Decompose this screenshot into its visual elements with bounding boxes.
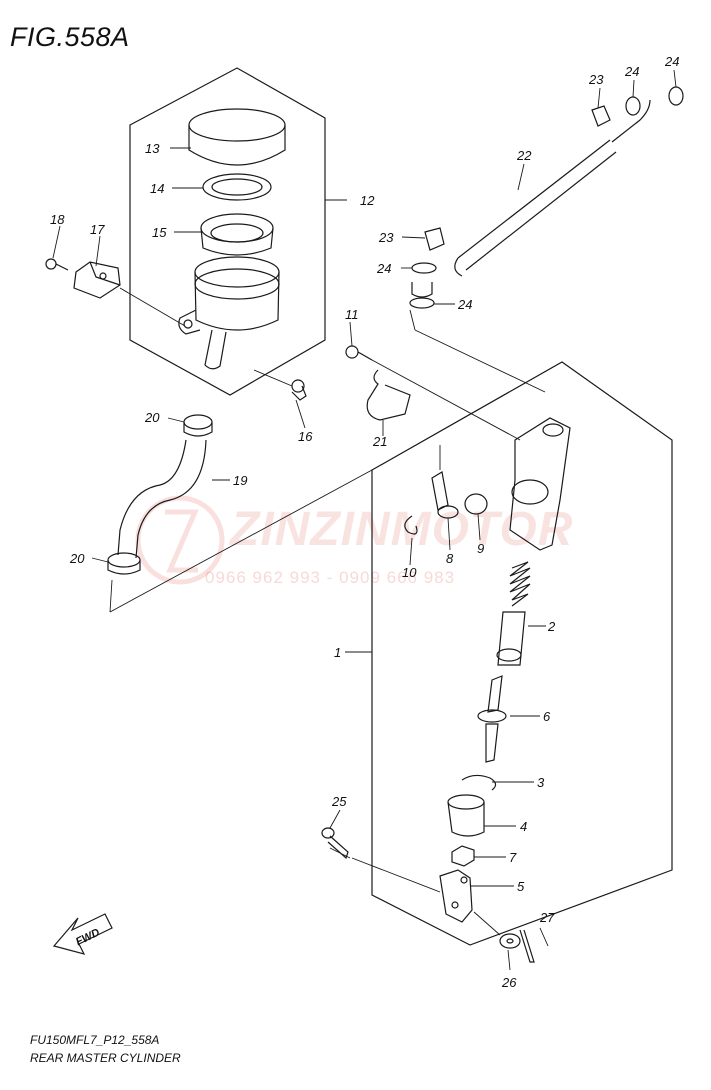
- callout-23-upper: 23: [588, 72, 604, 87]
- callout-leader-lines: [52, 69, 677, 971]
- part-19-hose: [117, 439, 207, 559]
- callout-24-upper-b: 24: [664, 54, 679, 69]
- callout-4: 4: [520, 819, 527, 834]
- figure-name: REAR MASTER CYLINDER: [30, 1051, 181, 1065]
- callout-8: 8: [446, 551, 454, 566]
- part-7-nut: [451, 845, 475, 867]
- part-6-pushrod: [477, 675, 507, 763]
- part-21-hose-guide: [366, 369, 411, 421]
- callout-9: 9: [477, 541, 484, 556]
- part-9-o-ring: [464, 493, 488, 515]
- part-25-pin: [321, 827, 349, 860]
- part-26-washer: [499, 933, 521, 949]
- callout-6: 6: [543, 709, 551, 724]
- part-24-washer-upper: [625, 86, 684, 116]
- callout-14: 14: [150, 181, 164, 196]
- master-cylinder-spring: [509, 561, 531, 607]
- part-14-plate: [202, 173, 272, 201]
- callout-numbers: 1 2 3 4 5 6 7 8 9 10 11 12 13 14 15 16 1…: [50, 54, 679, 990]
- master-cylinder-group-frame: [371, 361, 673, 946]
- part-4-boot: [447, 794, 485, 837]
- callout-20-lower: 20: [69, 551, 85, 566]
- callout-18: 18: [50, 212, 65, 227]
- callout-20-upper: 20: [144, 410, 160, 425]
- callout-3: 3: [537, 775, 545, 790]
- callout-22: 22: [516, 148, 532, 163]
- reservoir-body: [178, 256, 280, 370]
- callout-13: 13: [145, 141, 160, 156]
- callout-23-lower: 23: [378, 230, 394, 245]
- callout-24-lower-a: 24: [376, 261, 391, 276]
- part-22-brake-hose: [454, 99, 651, 277]
- callout-21: 21: [372, 434, 387, 449]
- part-27-cotter-pin: [519, 929, 535, 963]
- fwd-direction-icon: [52, 913, 113, 955]
- part-20-clamp-upper: [183, 414, 213, 437]
- callout-2: 2: [547, 619, 556, 634]
- part-15-diaphragm: [200, 213, 274, 256]
- callout-27: 27: [539, 910, 555, 925]
- part-17-bracket: [73, 261, 121, 299]
- callout-10: 10: [402, 565, 417, 580]
- master-cylinder-body: [509, 417, 571, 551]
- callout-7: 7: [509, 850, 517, 865]
- callout-12: 12: [360, 193, 375, 208]
- part-11-screw: [345, 345, 373, 361]
- callout-11: 11: [345, 307, 359, 322]
- callout-16: 16: [298, 429, 313, 444]
- part-10-circlip: [404, 515, 418, 535]
- callout-25: 25: [331, 794, 347, 809]
- figure-title: FIG.558A: [10, 22, 130, 52]
- callout-24-lower-b: 24: [457, 297, 472, 312]
- part-2-piston: [496, 611, 526, 666]
- callout-15: 15: [152, 225, 167, 240]
- part-8-joint: [431, 471, 459, 519]
- reservoir-group-frame: [129, 67, 326, 396]
- watermark-phone: 0966 962 993 - 0909 666 983: [205, 568, 456, 587]
- part-20-clamp-lower: [107, 552, 141, 575]
- callout-24-upper-a: 24: [624, 64, 639, 79]
- part-24-washer-lower: [409, 262, 437, 309]
- callout-1: 1: [334, 645, 341, 660]
- callout-26: 26: [501, 975, 517, 990]
- watermark-brand: ZINZINMOTOR: [230, 503, 574, 556]
- callout-17: 17: [90, 222, 105, 237]
- part-23-bolt-upper: [591, 105, 611, 127]
- callout-19: 19: [233, 473, 247, 488]
- part-5-clevis: [439, 869, 473, 923]
- part-3-circlip: [461, 774, 497, 791]
- part-18-screw: [45, 258, 69, 271]
- part-13-reservoir-cap: [188, 108, 286, 166]
- figure-code: FU150MFL7_P12_558A: [30, 1033, 160, 1047]
- callout-5: 5: [517, 879, 525, 894]
- part-23-bolt-lower: [424, 227, 445, 251]
- assembly-connector-lines: [109, 287, 549, 947]
- part-16-bolt: [291, 379, 307, 401]
